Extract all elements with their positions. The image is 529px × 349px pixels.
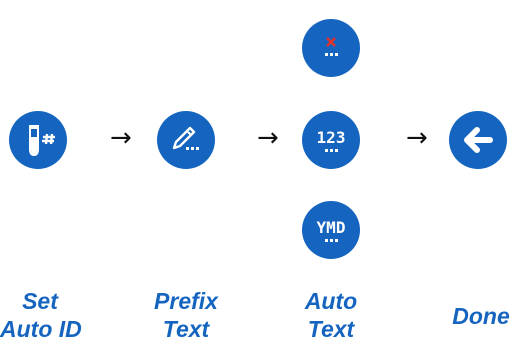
- flow-arrow-3: →: [406, 123, 428, 153]
- step-label-line: Prefix: [154, 288, 218, 314]
- step-label-line: Auto ID: [0, 316, 82, 342]
- step-label-prefix-text: Prefix Text: [148, 287, 224, 343]
- flow-arrow-1: →: [110, 123, 132, 153]
- step-label-auto-text: Auto Text: [293, 287, 369, 343]
- step-label-line: Text: [162, 316, 210, 342]
- dots-icon: [325, 149, 338, 152]
- auto-text-number-button[interactable]: 123: [302, 111, 360, 169]
- step-label-line: Auto: [304, 288, 358, 314]
- auto-text-cancel-button[interactable]: [302, 19, 360, 77]
- step-label-line: Set: [22, 288, 58, 314]
- flow-arrow-2: →: [257, 123, 279, 153]
- auto-text-date-label: YMD: [316, 218, 346, 237]
- auto-text-date-button[interactable]: YMD: [302, 201, 360, 259]
- pencil-dots-icon: [172, 126, 199, 150]
- set-auto-id-button[interactable]: [9, 111, 67, 169]
- test-tube-hash-icon: [29, 125, 55, 157]
- prefix-text-button[interactable]: [157, 111, 215, 169]
- auto-text-number-label: 123: [316, 128, 346, 147]
- step-label-line: Text: [307, 316, 355, 342]
- done-button[interactable]: [449, 111, 507, 169]
- step-label-set-auto-id: Set Auto ID: [0, 287, 82, 343]
- dots-icon: [325, 239, 338, 242]
- step-label-done: Done: [443, 302, 519, 330]
- step-label-line: Done: [452, 303, 510, 329]
- arrow-left-icon: [464, 127, 493, 153]
- cancel-x-icon: [325, 37, 338, 56]
